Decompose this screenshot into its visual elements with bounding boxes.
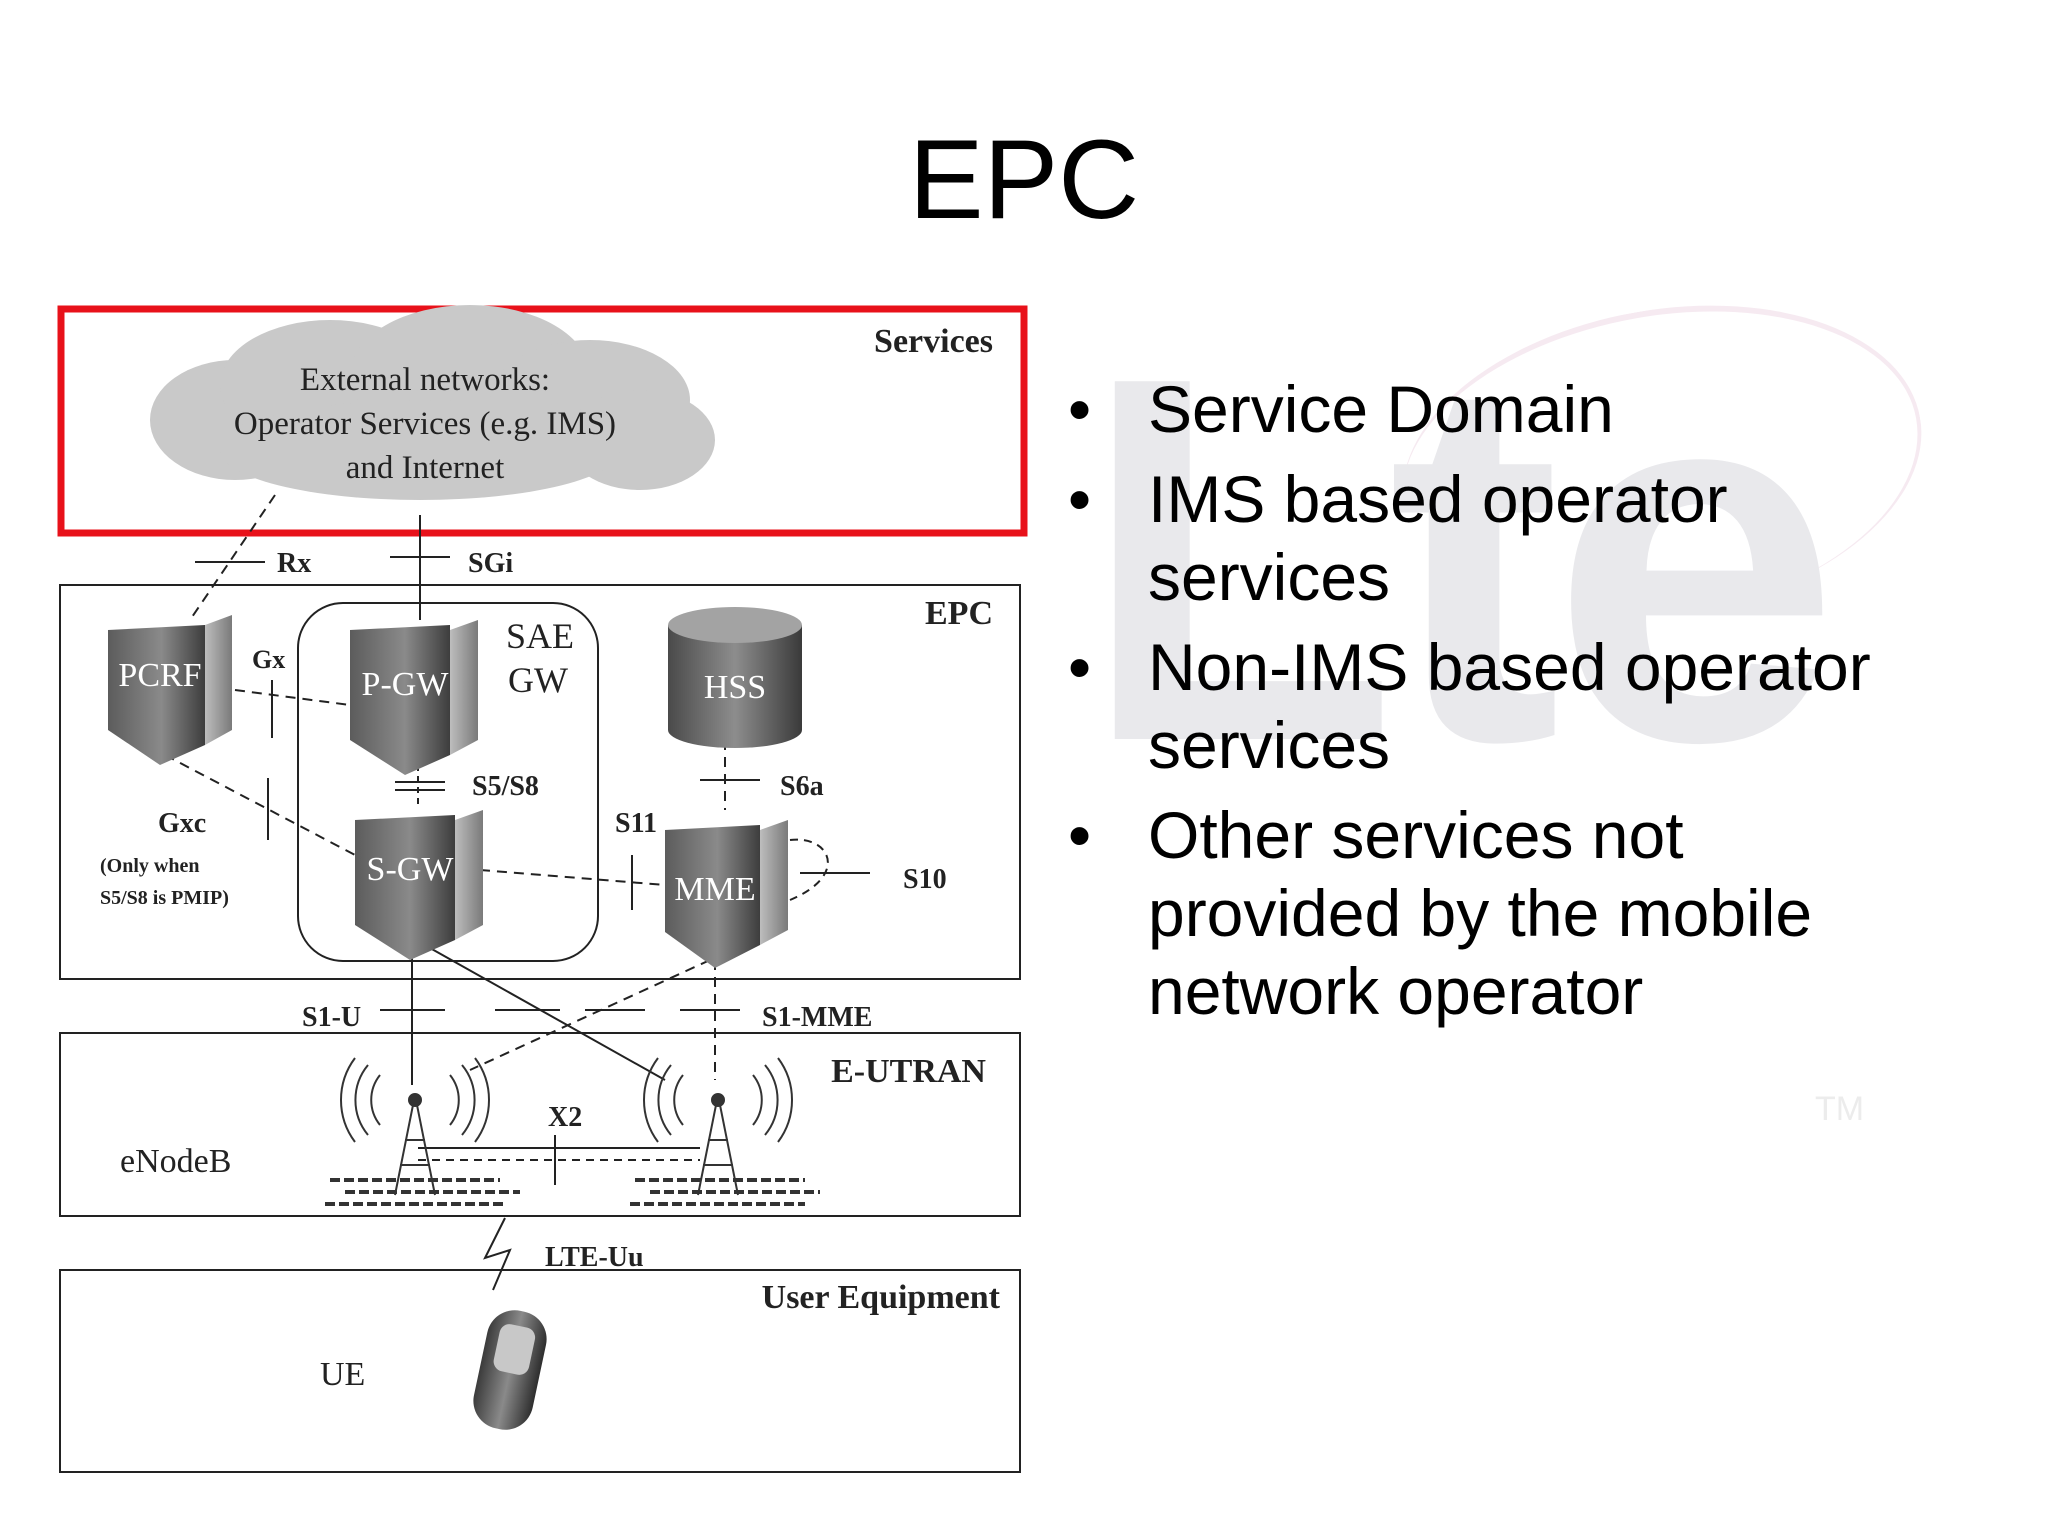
bullet-item: • Service Domain [1068, 370, 1968, 448]
s10-link [789, 838, 829, 901]
lte-uu-label: LTE-Uu [545, 1242, 644, 1273]
enodeb-tower-1-icon [325, 1057, 520, 1206]
bullet-text-line: services [1148, 540, 1391, 614]
enodeb-tower-2-icon [630, 1057, 820, 1206]
s11-label: S11 [615, 808, 657, 839]
bullet-text-line: services [1148, 708, 1391, 782]
external-networks-cloud: External networks: Operator Services (e.… [150, 305, 715, 500]
gxc-note-line-1: (Only when [100, 855, 199, 877]
lte-uu-bolt [483, 1217, 512, 1291]
s11-link [479, 869, 666, 886]
bullet-glyph: • [1068, 798, 1092, 872]
s6a-label: S6a [780, 771, 824, 802]
x2-label: X2 [548, 1102, 582, 1133]
pcrf-label: PCRF [118, 657, 201, 694]
bullet-text-line: Service Domain [1148, 372, 1614, 446]
s1u-label: S1-U [302, 1002, 361, 1033]
gxc-link [164, 754, 356, 856]
sgw-node: S-GW [355, 810, 483, 960]
sgi-label: SGi [468, 548, 513, 579]
slide-title: EPC [908, 117, 1140, 242]
bullet-text-line: IMS based operator [1148, 462, 1728, 536]
hss-node: HSS [668, 607, 802, 748]
hss-label: HSS [704, 669, 766, 706]
eutran-box [59, 1032, 1021, 1217]
mme-enb1-link [469, 959, 711, 1071]
gxc-note-line-2: S5/S8 is PMIP) [100, 887, 229, 909]
bullet-glyph: • [1068, 630, 1092, 704]
mme-label: MME [674, 871, 755, 908]
pgw-node: P-GW [350, 620, 478, 775]
cloud-line-3: and Internet [346, 450, 505, 486]
gxc-label: Gxc [158, 808, 206, 839]
sgw-label: S-GW [367, 851, 455, 888]
ue-section-label: User Equipment [762, 1279, 1001, 1316]
bullet-text-line: Other services not [1148, 798, 1684, 872]
bullet-text-line: provided by the mobile [1148, 876, 1813, 950]
services-label: Services [874, 323, 993, 360]
ue-box [59, 1269, 1021, 1473]
cloud-line-2: Operator Services (e.g. IMS) [234, 406, 616, 442]
rx-label: Rx [277, 548, 311, 579]
pcrf-node: PCRF [108, 615, 232, 765]
bullet-glyph: • [1068, 462, 1092, 536]
eutran-label: E-UTRAN [831, 1053, 986, 1090]
s5s8-label: S5/S8 [472, 771, 539, 802]
ue-label: UE [320, 1356, 365, 1393]
sae-gw-box [297, 602, 599, 962]
rx-link [189, 494, 276, 621]
epc-box [59, 584, 1021, 980]
pgw-label: P-GW [362, 666, 450, 703]
s5s8-tick [395, 781, 445, 791]
services-box [57, 305, 1028, 537]
gx-link [234, 689, 351, 706]
mobile-phone-icon [473, 1310, 547, 1430]
sae-gw-label-line-1: SAE [506, 616, 574, 656]
s10-label: S10 [903, 864, 947, 895]
mme-node: MME [665, 820, 788, 968]
epc-label: EPC [925, 595, 993, 632]
lte-watermark-tm: TM [1815, 1090, 1865, 1128]
enodeb-label: eNodeB [120, 1143, 231, 1180]
bullet-glyph: • [1068, 372, 1092, 446]
cloud-line-1: External networks: [300, 362, 550, 398]
s1mme-label: S1-MME [762, 1002, 872, 1033]
bullet-text-line: network operator [1148, 954, 1644, 1028]
sgw-enb2-link [429, 947, 666, 1081]
gx-label: Gx [252, 645, 285, 674]
sae-gw-label-line-2: GW [508, 660, 568, 700]
lte-watermark: Lte [1080, 269, 1840, 850]
bullet-text-line: Non-IMS based operator [1148, 630, 1871, 704]
